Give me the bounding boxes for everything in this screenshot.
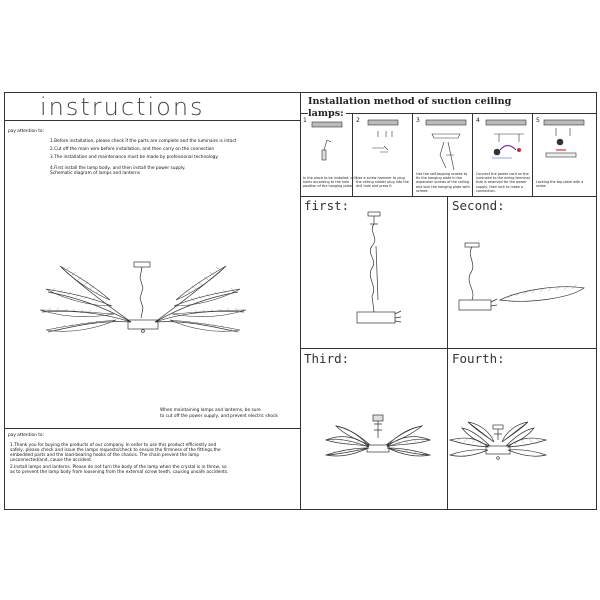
note2-5: 2.Install lamps and lanterns. Please do … — [10, 465, 227, 470]
note-4: 4.First install the lamp body, and then … — [50, 166, 186, 171]
note2-2: safely, please check and issue the lamps… — [10, 448, 221, 453]
page-title: instructions — [40, 93, 205, 121]
note-2: 2.Cut off the main wire before installat… — [50, 147, 215, 152]
attention-label: pay attention to: — [8, 129, 44, 134]
step-number-1: 1 — [303, 117, 307, 124]
step-number-3: 3 — [416, 117, 420, 124]
panel-label-second: Second: — [452, 198, 505, 213]
installation-title-line1: Installation method of suction ceiling — [308, 96, 512, 107]
panels-divider — [300, 348, 597, 349]
attention-label-2: pay attention to: — [8, 433, 44, 438]
panel-label-third: Third: — [304, 351, 350, 366]
step-number-5: 5 — [536, 117, 540, 124]
step-divider-3 — [472, 113, 473, 196]
note2-1: 1.Thank you for buying the products of o… — [10, 443, 217, 448]
notes-divider — [4, 428, 300, 429]
note2-3: embedded parts and the load-bearing hook… — [10, 453, 200, 458]
maintenance-warning-2: to cut off the power supply, and prevent… — [160, 414, 278, 419]
step-divider-2 — [412, 113, 413, 196]
steps-top-divider — [300, 113, 597, 114]
installation-title: Installation method of suction ceiling — [308, 96, 511, 107]
step-caption-3: Use the self-tapping screws to fix the h… — [416, 172, 470, 193]
center-divider — [300, 92, 301, 510]
step-number-2: 2 — [356, 117, 360, 124]
installation-title-line2: lamps: — [308, 108, 346, 119]
maintenance-warning-1: When maintaining lamps and lanterns, be … — [160, 408, 261, 413]
step-caption-2: Use a screw hammer to plug the ceiling r… — [356, 176, 409, 189]
note2-6: as to prevent the lamp body from looseni… — [10, 470, 229, 475]
panel-label-first: first: — [304, 198, 350, 213]
note2-4: unconnected/and, cause the accident. — [10, 458, 93, 463]
step-caption-1: In the place to be installed, drill hole… — [303, 176, 357, 189]
steps-divider — [300, 196, 597, 197]
step-caption-4: Connect the power cord on the luminaire … — [476, 172, 530, 193]
panel-label-fourth: Fourth: — [452, 351, 505, 366]
title-divider — [4, 120, 300, 121]
note-3: 3.The installation and maintenance must … — [50, 155, 219, 160]
step-number-4: 4 — [476, 117, 480, 124]
step-caption-5: Locking the top plate with a screw — [536, 180, 584, 189]
step-divider-4 — [532, 113, 533, 196]
note-5: Schematic diagram of lamps and lanterns — [50, 171, 140, 176]
step-divider-1 — [352, 113, 353, 196]
note-1: 1.Before installation, please check if t… — [50, 139, 237, 144]
panels-vertical-divider — [447, 196, 448, 510]
